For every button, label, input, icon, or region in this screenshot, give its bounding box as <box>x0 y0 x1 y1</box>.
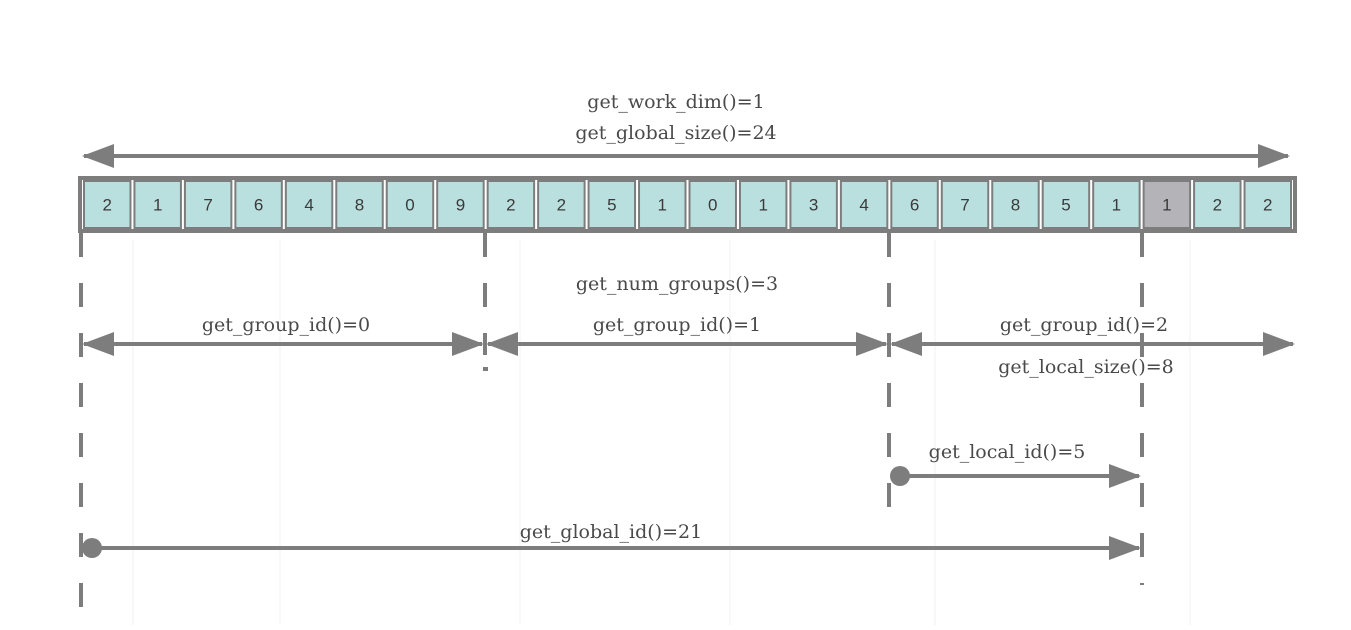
work-item-value-1: 1 <box>153 196 162 215</box>
work-item-cell-10 <box>587 180 637 229</box>
work-item-cell-12 <box>688 180 737 229</box>
work-item-cell-23 <box>1243 180 1293 229</box>
work-item-cell-17 <box>940 180 990 229</box>
work-item-cell-20 <box>1092 180 1141 229</box>
group-id-1-label: get_group_id()=1 <box>593 314 761 336</box>
work-item-value-8: 2 <box>506 196 515 215</box>
work-item-value-2: 7 <box>203 196 212 215</box>
work-item-cell-9 <box>537 180 586 229</box>
work-item-cell-22 <box>1193 180 1242 229</box>
work-item-value-16: 6 <box>910 196 919 215</box>
work-item-cell-18 <box>991 180 1040 229</box>
work-item-value-18: 8 <box>1011 196 1020 215</box>
group-id-2-label: get_group_id()=2 <box>1000 314 1168 336</box>
work-item-cell-2 <box>183 180 233 229</box>
work-item-value-21: 1 <box>1162 196 1171 215</box>
work-item-value-4: 4 <box>304 196 313 215</box>
work-item-cell-11 <box>638 180 687 229</box>
work-item-value-17: 7 <box>960 196 969 215</box>
work-item-cell-0 <box>83 180 132 229</box>
work-items-frame <box>78 176 1297 233</box>
work-item-value-14: 3 <box>809 196 818 215</box>
work-item-value-13: 1 <box>758 196 767 215</box>
work-item-value-12: 0 <box>708 196 717 215</box>
work-item-value-9: 2 <box>557 196 566 215</box>
work-item-cell-21 <box>1142 180 1192 229</box>
work-item-value-15: 4 <box>859 196 868 215</box>
work-item-cell-14 <box>789 180 838 229</box>
work-item-cell-5 <box>335 180 384 229</box>
work-item-value-23: 2 <box>1263 196 1272 215</box>
num-groups-label: get_num_groups()=3 <box>576 273 778 295</box>
work-item-cell-13 <box>738 180 788 229</box>
work-items-strip: 2 1 7 6 4 8 0 9 2 2 5 1 0 1 3 4 6 7 8 5 1 1 2 2 <box>78 176 1297 233</box>
work-item-cell-6 <box>385 180 435 229</box>
work-item-cell-4 <box>284 180 334 229</box>
global-id-label: get_global_id()=21 <box>520 521 702 543</box>
work-item-cell-16 <box>890 180 939 229</box>
work-item-value-22: 2 <box>1213 196 1222 215</box>
small-dash-mark <box>483 367 488 371</box>
local-id-label: get_local_id()=5 <box>929 441 1086 463</box>
work-item-cell-3 <box>234 180 283 229</box>
global-size-label: get_global_size()=24 <box>575 122 776 144</box>
group-id-0-label: get_group_id()=0 <box>202 314 370 336</box>
work-item-cell-8 <box>486 180 536 229</box>
work-item-value-7: 9 <box>456 196 465 215</box>
work-item-value-6: 0 <box>405 196 414 215</box>
work-item-value-3: 6 <box>254 196 263 215</box>
work-item-value-0: 2 <box>102 196 111 215</box>
work-item-cell-15 <box>839 180 889 229</box>
work-item-cell-19 <box>1041 180 1091 229</box>
work-item-value-10: 5 <box>607 196 616 215</box>
work-item-value-5: 8 <box>355 196 364 215</box>
group-boundaries <box>79 233 1144 622</box>
work-item-value-11: 1 <box>658 196 667 215</box>
work-item-value-19: 5 <box>1061 196 1070 215</box>
work-dim-label: get_work_dim()=1 <box>587 91 764 113</box>
local-size-label: get_local_size()=8 <box>998 356 1174 378</box>
background-gridlines <box>132 240 1191 625</box>
work-item-value-20: 1 <box>1112 196 1121 215</box>
work-item-cell-1 <box>133 180 182 229</box>
work-item-cell-7 <box>436 180 485 229</box>
